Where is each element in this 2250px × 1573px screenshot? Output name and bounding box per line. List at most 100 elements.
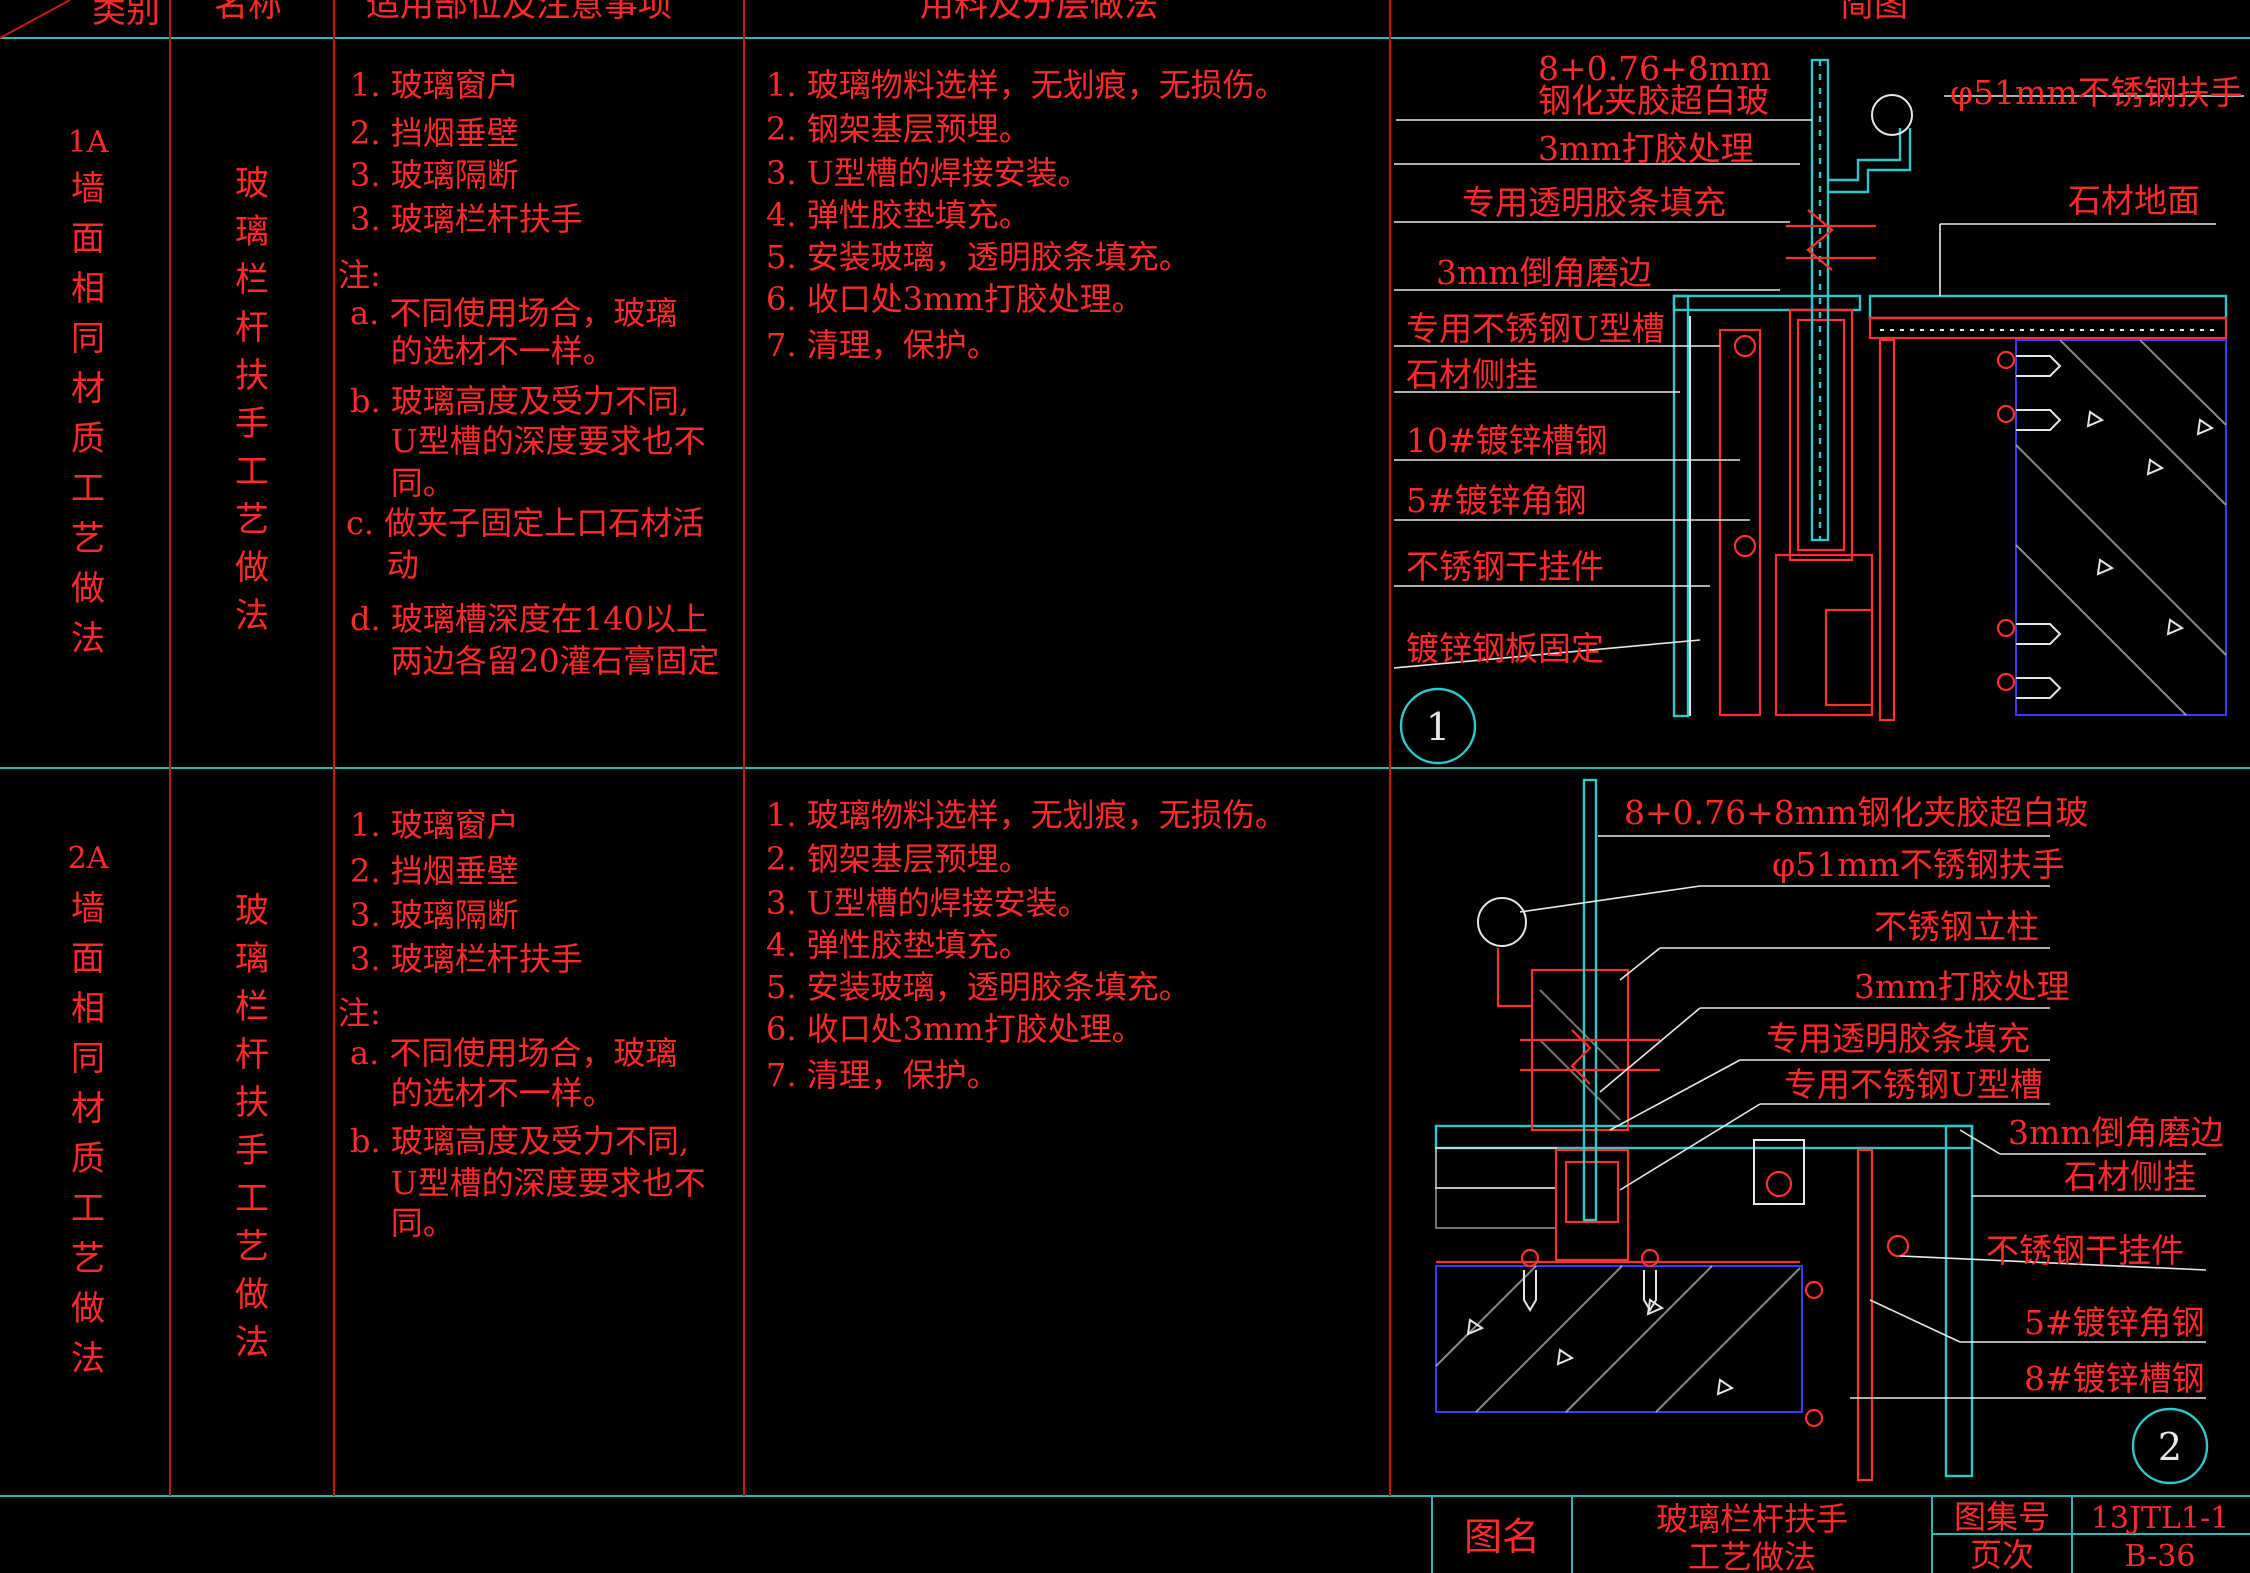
label-strip-2: 专用透明胶条填充: [1766, 1019, 2030, 1058]
svg-text:艺: 艺: [235, 500, 269, 540]
label-hanger-2: 不锈钢干挂件: [1986, 1231, 2184, 1270]
svg-text:注:: 注:: [338, 256, 381, 294]
svg-text:工: 工: [235, 1179, 269, 1219]
detail-number-1: 1: [1426, 705, 1450, 749]
sketch-1-leaders: [1393, 95, 2244, 669]
label-u-channel-2: 专用不锈钢U型槽: [1784, 1065, 2043, 1104]
sketch-2: 8+0.76+8mm钢化夹胶超白玻 φ51mm不锈钢扶手 不锈钢立柱 3mm打胶…: [1434, 778, 2224, 1485]
svg-text:材: 材: [71, 369, 105, 409]
svg-text:质: 质: [71, 419, 105, 459]
title-block-name-2: 工艺做法: [1688, 1538, 1816, 1573]
detail-number-circle-2: [2131, 1407, 2209, 1485]
svg-text:艺: 艺: [71, 519, 105, 559]
row-1-materials: 1. 玻璃物料选样，无划痕，无损伤。 2. 钢架基层预埋。 3. U型槽的焊接安…: [766, 66, 1287, 364]
svg-text:艺: 艺: [71, 1239, 105, 1279]
row-1: 1A 墙 面 相 同 材 质 工 艺 做 法 玻 璃 栏 杆 扶 手 工 艺 做…: [68, 49, 2244, 765]
svg-text:3. 玻璃栏杆扶手: 3. 玻璃栏杆扶手: [350, 940, 583, 978]
row-2-applicable: 1. 玻璃窗户 2. 挡烟垂壁 3. 玻璃隔断 3. 玻璃栏杆扶手 注: a. …: [338, 806, 706, 1242]
title-block-name-1: 玻璃栏杆扶手: [1656, 1500, 1848, 1538]
svg-text:璃: 璃: [235, 939, 269, 979]
label-angle-steel-2: 5#镀锌角钢: [2024, 1303, 2205, 1342]
svg-text:4. 弹性胶垫填充。: 4. 弹性胶垫填充。: [766, 196, 1031, 234]
label-glass-spec: 8+0.76+8mm: [1538, 49, 1771, 88]
svg-text:栏: 栏: [235, 260, 269, 300]
svg-text:手: 手: [235, 404, 269, 444]
svg-text:4. 弹性胶垫填充。: 4. 弹性胶垫填充。: [766, 926, 1031, 964]
svg-text:2. 挡烟垂壁: 2. 挡烟垂壁: [350, 852, 519, 890]
svg-text:玻: 玻: [235, 164, 269, 204]
row-1-applicable: 1. 玻璃窗户 2. 挡烟垂壁 3. 玻璃隔断 3. 玻璃栏杆扶手 注: a. …: [338, 66, 719, 680]
svg-text:动: 动: [346, 546, 419, 584]
svg-text:1. 玻璃物料选样，无划痕，无损伤。: 1. 玻璃物料选样，无划痕，无损伤。: [766, 66, 1287, 104]
svg-text:2. 钢架基层预埋。: 2. 钢架基层预埋。: [766, 840, 1031, 878]
header-applicable: 适用部位及注意事项: [366, 0, 672, 25]
header-sketch: 简图: [1840, 0, 1908, 25]
svg-text:同: 同: [71, 319, 105, 359]
svg-text:栏: 栏: [235, 987, 269, 1027]
label-side-stone: 石材侧挂: [1406, 355, 1538, 394]
svg-text:艺: 艺: [235, 1227, 269, 1267]
svg-text:a. 不同使用场合，玻璃: a. 不同使用场合，玻璃: [350, 294, 677, 332]
svg-text:5. 安装玻璃，透明胶条填充。: 5. 安装玻璃，透明胶条填充。: [766, 238, 1191, 276]
sketch-1: 8+0.76+8mm 钢化夹胶超白玻 φ51mm不锈钢扶手 3mm打胶处理 专用…: [1393, 49, 2244, 765]
svg-text:7. 清理，保护。: 7. 清理，保护。: [766, 1056, 999, 1094]
svg-text:1. 玻璃物料选样，无划痕，无损伤。: 1. 玻璃物料选样，无划痕，无损伤。: [766, 796, 1287, 834]
label-chamfer: 3mm倒角磨边: [1436, 253, 1652, 292]
svg-text:的选材不一样。: 的选材不一样。: [350, 1074, 615, 1112]
row-2-category: 2A 墙 面 相 同 材 质 工 艺 做 法: [68, 841, 109, 1379]
title-block-name-label: 图名: [1464, 1515, 1540, 1559]
svg-text:2. 挡烟垂壁: 2. 挡烟垂壁: [350, 114, 519, 152]
svg-text:1. 玻璃窗户: 1. 玻璃窗户: [350, 806, 519, 844]
svg-text:的选材不一样。: 的选材不一样。: [350, 332, 615, 370]
label-handrail-2: φ51mm不锈钢扶手: [1772, 845, 2065, 884]
svg-text:3. U型槽的焊接安装。: 3. U型槽的焊接安装。: [766, 154, 1090, 192]
label-glass-type: 钢化夹胶超白玻: [1538, 81, 1769, 120]
svg-text:6. 收口处3mm打胶处理。: 6. 收口处3mm打胶处理。: [766, 1010, 1144, 1048]
svg-text:工: 工: [71, 469, 105, 509]
anchor-bolts: [1733, 334, 2062, 699]
anchor-bolts-2: [1520, 1234, 1910, 1428]
concrete-wall: [2015, 339, 2227, 716]
svg-text:6. 收口处3mm打胶处理。: 6. 收口处3mm打胶处理。: [766, 280, 1144, 318]
row-2-materials: 1. 玻璃物料选样，无划痕，无损伤。 2. 钢架基层预埋。 3. U型槽的焊接安…: [766, 796, 1287, 1094]
svg-text:两边各留20灌石膏固定: 两边各留20灌石膏固定: [350, 642, 719, 680]
svg-text:做: 做: [235, 548, 269, 588]
label-channel-steel: 10#镀锌槽钢: [1406, 421, 1608, 460]
sketch-2-leaders: [1519, 835, 2207, 1399]
svg-text:扶: 扶: [235, 1083, 269, 1123]
concrete-slab: [1435, 1265, 1803, 1413]
row-1-name: 玻 璃 栏 杆 扶 手 工 艺 做 法: [235, 164, 269, 636]
svg-text:d. 玻璃槽深度在140以上: d. 玻璃槽深度在140以上: [350, 600, 708, 638]
svg-text:做: 做: [235, 1275, 269, 1315]
header-materials: 用料及分层做法: [920, 0, 1158, 25]
svg-text:面: 面: [71, 219, 105, 259]
title-block-atlas-value: 13JTL1-1: [2091, 1501, 2229, 1536]
svg-text:同。: 同。: [350, 464, 455, 502]
svg-text:杆: 杆: [235, 1035, 269, 1075]
title-block-atlas-label: 图集号: [1954, 1498, 2050, 1536]
label-post-2: 不锈钢立柱: [1874, 907, 2039, 946]
svg-text:c. 做夹子固定上口石材活: c. 做夹子固定上口石材活: [346, 504, 704, 542]
svg-text:面: 面: [71, 939, 105, 979]
svg-text:1. 玻璃窗户: 1. 玻璃窗户: [350, 66, 519, 104]
svg-text:3. 玻璃隔断: 3. 玻璃隔断: [350, 156, 519, 194]
svg-text:5. 安装玻璃，透明胶条填充。: 5. 安装玻璃，透明胶条填充。: [766, 968, 1191, 1006]
table-header: 类别 名称 适用部位及注意事项 用料及分层做法 简图: [92, 0, 1908, 31]
svg-text:3. 玻璃隔断: 3. 玻璃隔断: [350, 896, 519, 934]
svg-text:注:: 注:: [338, 994, 381, 1032]
label-chamfer-2: 3mm倒角磨边: [2008, 1113, 2224, 1152]
svg-text:璃: 璃: [235, 212, 269, 252]
label-angle-steel: 5#镀锌角钢: [1406, 481, 1587, 520]
svg-text:墙: 墙: [71, 169, 105, 209]
label-sealant: 3mm打胶处理: [1538, 129, 1754, 168]
label-strip: 专用透明胶条填充: [1462, 183, 1726, 222]
svg-text:墙: 墙: [71, 889, 105, 929]
svg-text:b. 玻璃高度及受力不同,: b. 玻璃高度及受力不同,: [350, 382, 689, 420]
svg-text:质: 质: [71, 1139, 105, 1179]
detail-number-circle-1: [1399, 687, 1477, 765]
title-block-page-value: B-36: [2125, 1539, 2196, 1573]
svg-text:杆: 杆: [235, 308, 269, 348]
svg-text:7. 清理，保护。: 7. 清理，保护。: [766, 326, 999, 364]
svg-text:法: 法: [71, 1339, 105, 1379]
